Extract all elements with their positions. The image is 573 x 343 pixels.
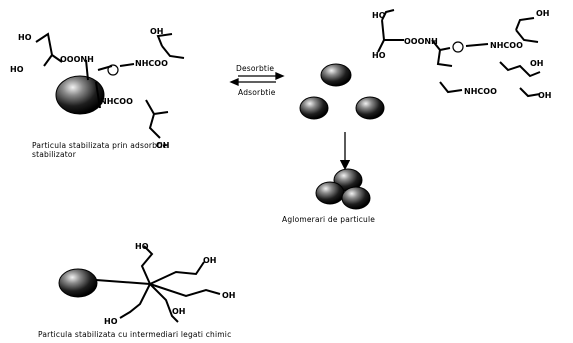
label-oh-top-left: OH — [150, 27, 164, 36]
label-nhcoo-right: NHCOO — [490, 41, 523, 50]
benzene-ring-left — [107, 64, 119, 76]
label-ho-top-bottom: HO — [135, 242, 149, 251]
bonded-chains — [95, 245, 221, 323]
adsorbed-particle — [55, 75, 105, 115]
label-ho-left: HO — [10, 65, 24, 74]
adsorbed-particle-group — [35, 32, 185, 139]
label-ooonh-left: OOONH — [60, 55, 94, 64]
free-particle-top — [320, 63, 352, 87]
chain-oh-top — [156, 33, 185, 59]
label-nhcoo-right-left: NHCOO — [135, 59, 168, 68]
label-oh-mid-right: OH — [530, 59, 544, 68]
label-oh-right-top-bottom: OH — [203, 256, 217, 265]
label-ooonh-right: OOONH — [404, 37, 438, 46]
particle-aggregate — [315, 168, 371, 210]
label-ho-left-right: HO — [372, 51, 386, 60]
benzene-ring-right — [452, 41, 464, 53]
free-stabilizer-group — [377, 9, 541, 98]
label-adsorbtie: Adsorbtie — [238, 88, 276, 97]
caption-bonded: Particula stabilizata cu intermediari le… — [38, 330, 231, 339]
free-particle-right — [355, 96, 385, 120]
caption-adsorbed-line2: stabilizator — [32, 150, 77, 159]
free-particle-left — [299, 96, 329, 120]
label-oh-right-bottom: OH — [222, 291, 236, 300]
label-desorbtie: Desorbtie — [236, 64, 274, 73]
caption-adsorbed-line1: Particula stabilizata prin adsorbtie — [32, 141, 168, 150]
label-oh-bottom-right: OH — [538, 91, 552, 100]
chain-upper-left — [35, 32, 63, 67]
label-oh-bottom-bottom: OH — [172, 307, 186, 316]
label-nhcoo-bottom-left: NHCOO — [100, 97, 133, 106]
bonded-particle — [58, 268, 98, 298]
label-ho-top-right: HO — [372, 11, 386, 20]
label-oh-bottom-left: OH — [156, 141, 170, 150]
label-nhcoo-bottom-right: NHCOO — [464, 87, 497, 96]
equilibrium-arrows — [229, 72, 285, 86]
caption-aggregation: Aglomerari de particule — [282, 215, 375, 224]
label-ho-bottom-bottom: HO — [104, 317, 118, 326]
label-oh-top-right: OH — [536, 9, 550, 18]
label-ho-top-left: HO — [18, 33, 32, 42]
chain-oh-bottom — [145, 99, 169, 139]
chain-right — [119, 63, 135, 67]
